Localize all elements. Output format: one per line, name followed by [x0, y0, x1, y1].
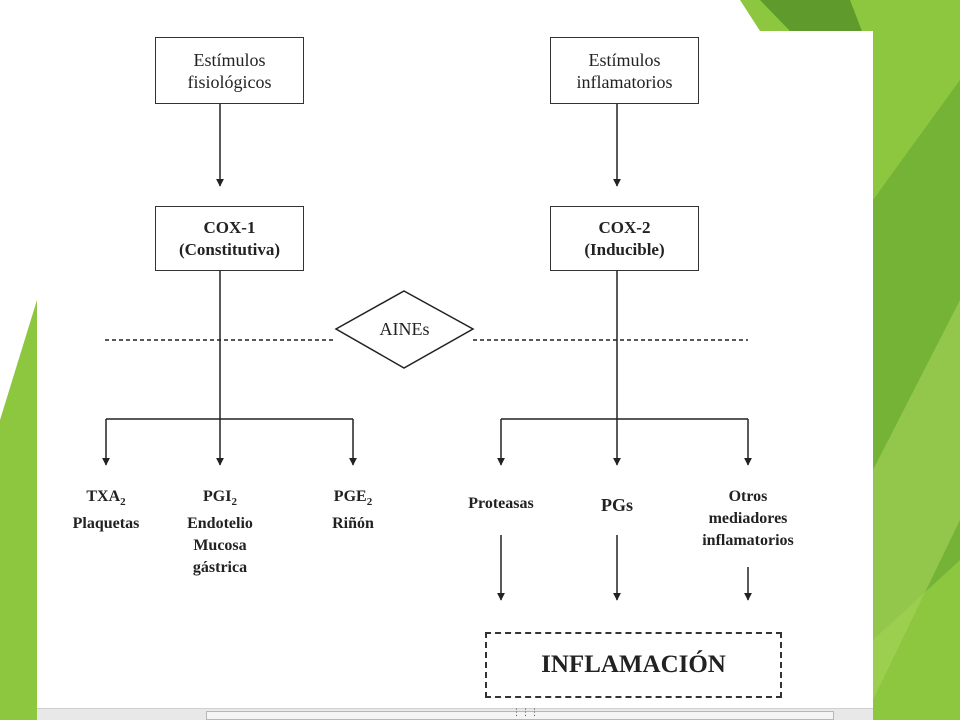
product-proteasas-line1: Proteasas: [468, 495, 534, 512]
stimulus-physiological-box: Estímulos fisiológicos: [155, 37, 304, 104]
green-shape-light: [873, 300, 960, 700]
product-txa2: TXA2 Plaquetas: [46, 486, 166, 535]
product-pgi2: PGI2 Endotelio Mucosa gástrica: [160, 486, 280, 579]
aines-label: AINEs: [379, 318, 430, 339]
cox2-title: COX-2: [598, 217, 651, 237]
green-shape-dark: [760, 0, 873, 60]
stimulus-physiological-line2: fisiológicos: [187, 71, 272, 92]
stimulus-inflammatory-line2: inflamatorios: [576, 71, 673, 92]
cox1-subtitle: (Constitutiva): [178, 239, 281, 259]
scrollbar-grip-icon: ⋮⋮⋮: [512, 708, 539, 718]
product-pgi2-line3: gástrica: [192, 559, 248, 577]
cox2-subtitle: (Inducible): [584, 239, 665, 259]
product-pge2-name: PGE2: [333, 488, 373, 509]
cox2-box: COX-2 (Inducible): [550, 206, 699, 271]
product-otros-line2: mediadores: [708, 510, 788, 527]
product-otros-line3: inflamatorios: [702, 532, 794, 549]
stimulus-physiological-line1: Estímulos: [193, 49, 266, 70]
product-pge2-line1: Riñón: [332, 515, 374, 533]
cox1-box: COX-1 (Constitutiva): [155, 206, 304, 271]
product-pgi2-line1: Endotelio: [187, 515, 253, 533]
scrollbar-thumb[interactable]: ⋮⋮⋮: [206, 708, 834, 720]
diagram-panel: [37, 31, 873, 720]
product-otros-mediadores: Otros mediadores inflamatorios: [683, 486, 813, 552]
inflammation-box: INFLAMACIÓN: [485, 632, 782, 698]
aines-diamond: [334, 290, 475, 369]
stimulus-inflammatory-line1: Estímulos: [588, 49, 661, 70]
product-txa2-line1: Plaquetas: [72, 515, 140, 533]
product-pgs-line1: PGs: [600, 495, 633, 515]
product-pgi2-name: PGI2: [203, 488, 237, 509]
horizontal-scrollbar[interactable]: ⋮⋮⋮: [37, 708, 873, 720]
product-pge2: PGE2 Riñón: [293, 486, 413, 535]
cox1-title: COX-1: [203, 217, 256, 237]
product-pgi2-line2: Mucosa: [193, 537, 247, 555]
product-otros-line1: Otros: [728, 488, 768, 505]
stimulus-inflammatory-box: Estímulos inflamatorios: [550, 37, 699, 104]
product-pgs: PGs: [557, 494, 677, 516]
green-shape-left: [0, 300, 37, 720]
product-proteasas: Proteasas: [431, 493, 571, 515]
product-txa2-name: TXA2: [86, 488, 126, 509]
